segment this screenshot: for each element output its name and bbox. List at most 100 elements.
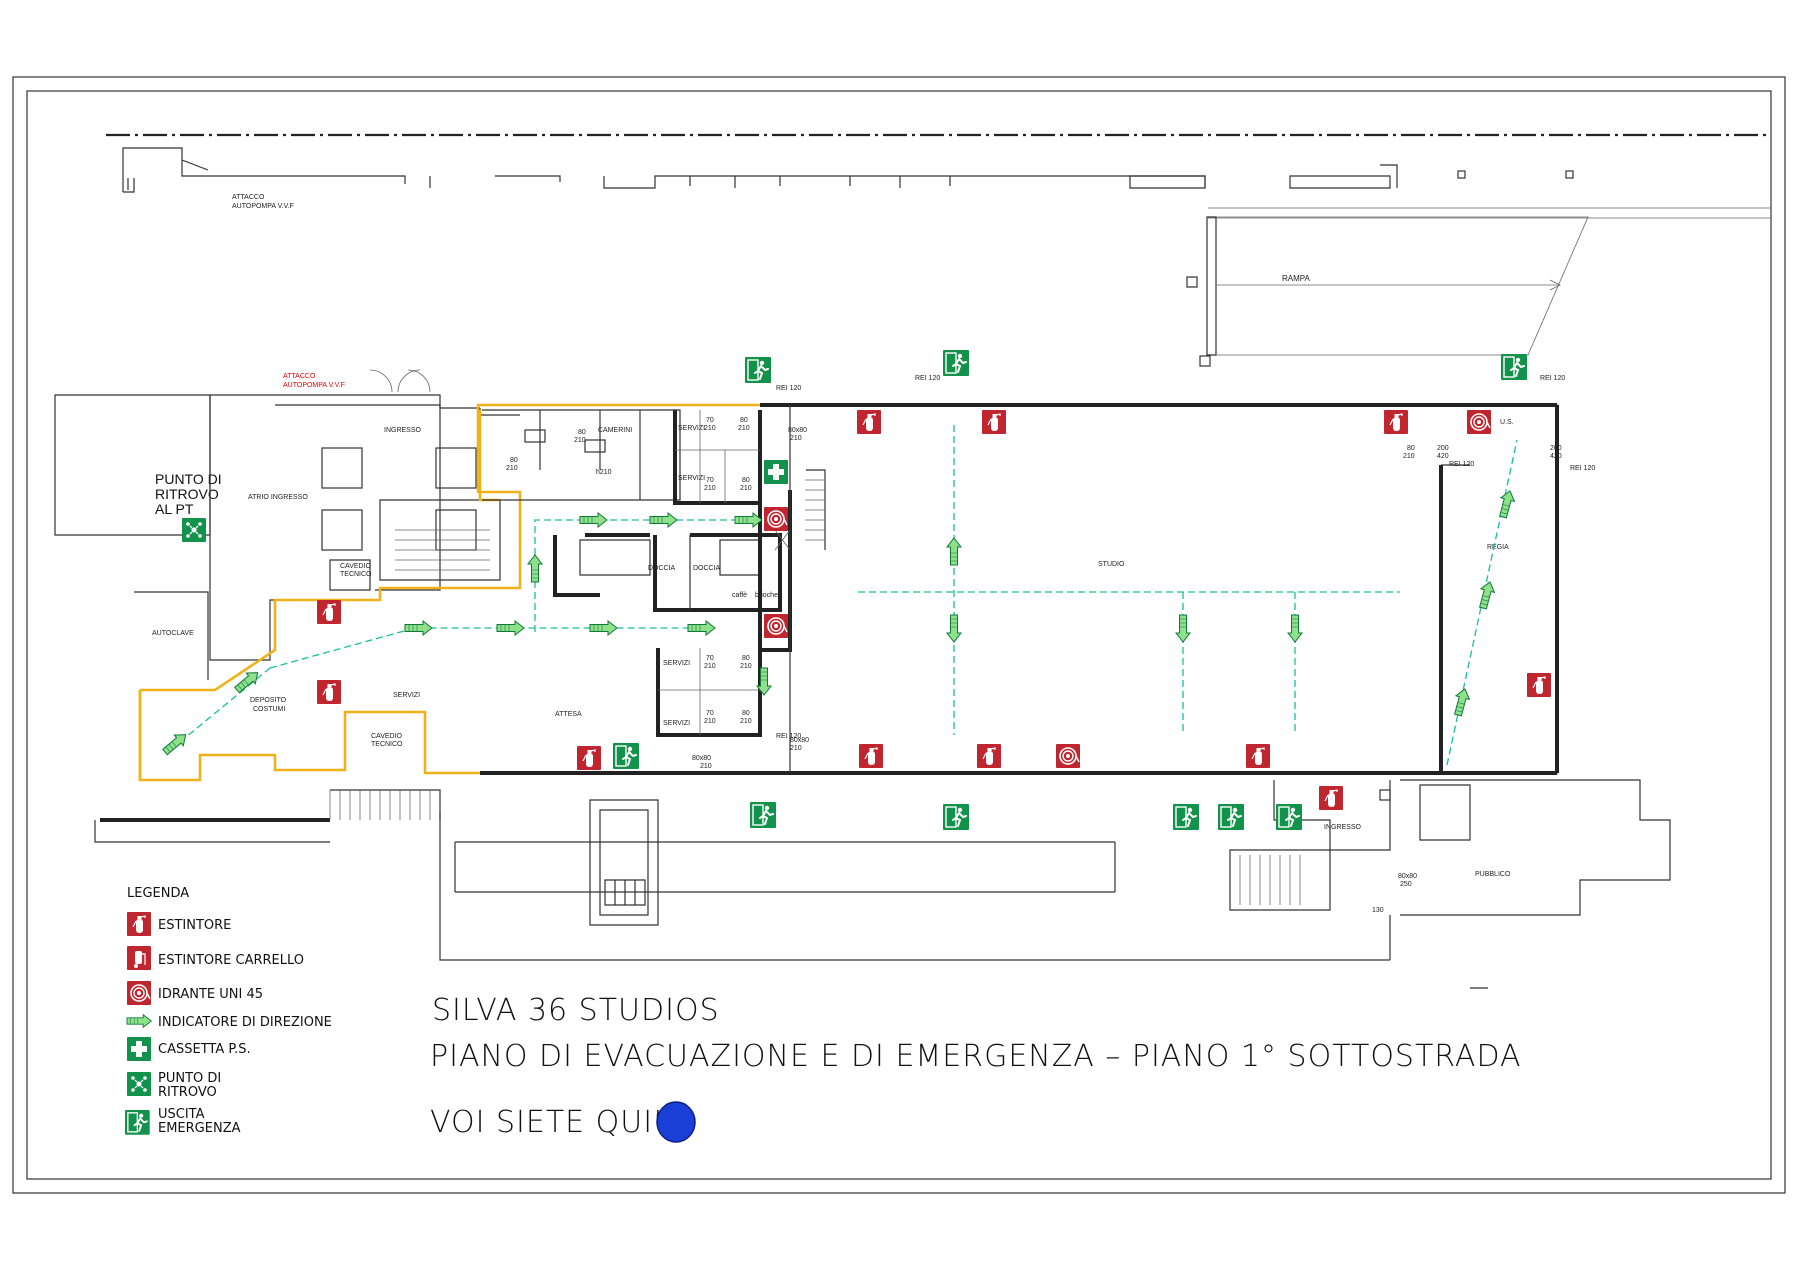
svg-text:70: 70	[706, 710, 714, 717]
svg-text:200: 200	[1437, 445, 1449, 452]
legend-item-direction: INDICATORE DI DIREZIONE	[158, 1015, 332, 1030]
servizi-label-bottom: SERVIZI	[663, 660, 690, 667]
svg-text:210: 210	[506, 465, 518, 472]
fire-extinguisher-icon	[1383, 409, 1409, 435]
svg-text:70: 70	[706, 417, 714, 424]
extinguishers	[316, 409, 1552, 811]
svg-text:210: 210	[704, 663, 716, 670]
assembly-point-icon	[181, 517, 207, 543]
hydrants	[763, 409, 1492, 769]
trolley-extinguisher-icon	[126, 945, 152, 971]
svg-text:210: 210	[1403, 453, 1415, 460]
legend-item-exit-2: EMERGENZA	[158, 1121, 241, 1136]
outer-frame	[12, 76, 1786, 1194]
attacco-red-label-2: AUTOPOMPA V.V.F	[283, 382, 345, 389]
svg-text:210: 210	[740, 485, 752, 492]
regia-label: REGIA	[1487, 544, 1509, 551]
atrio-label: ATRIO INGRESSO	[248, 494, 308, 501]
cavedio-label-2: TECNICO	[340, 571, 372, 578]
legend-item-first-aid: CASSETTA P.S.	[158, 1042, 251, 1057]
lower-annex	[439, 779, 1671, 961]
svg-text:REI 120: REI 120	[1540, 375, 1565, 382]
direction-arrows	[160, 488, 1518, 758]
svg-text:210: 210	[740, 718, 752, 725]
legend-item-assembly-2: RITROVO	[158, 1085, 217, 1100]
ramp	[1186, 216, 1589, 367]
title-line-2: PIANO DI EVACUAZIONE E DI EMERGENZA – PI…	[430, 1039, 1522, 1074]
fire-extinguisher-icon	[1245, 743, 1271, 769]
fire-extinguisher-icon	[981, 409, 1007, 435]
emergency-exit-icon	[612, 742, 640, 770]
legend-item-exit-1: USCITA	[158, 1107, 205, 1122]
service-core	[209, 369, 520, 661]
direction-arrow-icon	[232, 666, 263, 696]
fire-extinguisher-icon	[576, 745, 602, 771]
attacco-label-top: ATTACCO	[232, 194, 265, 201]
svg-text:80x80: 80x80	[1398, 873, 1417, 880]
emergency-exit-icon	[1500, 353, 1528, 381]
svg-text:420: 420	[1437, 453, 1449, 460]
ingresso-bottom-label: INGRESSO	[1324, 824, 1362, 831]
attacco-red-label: ATTACCO	[283, 373, 316, 380]
studio-hall	[480, 403, 1559, 775]
servizi-label-left: SERVIZI	[393, 692, 420, 699]
fire-hydrant-icon	[1466, 409, 1492, 435]
svg-text:REI 120: REI 120	[776, 733, 801, 740]
camerini-label: CAMERINI	[598, 427, 632, 434]
direction-arrow-icon	[1287, 614, 1303, 643]
title-line-1: SILVA 36 STUDIOS	[432, 993, 720, 1028]
svg-text:210: 210	[574, 437, 586, 444]
fire-extinguisher-icon	[1318, 785, 1344, 811]
fire-extinguisher-icon	[316, 599, 342, 625]
direction-arrow-icon	[404, 620, 433, 636]
svg-text:210: 210	[738, 425, 750, 432]
fire-hydrant-icon	[763, 506, 789, 532]
first-aid-icon	[764, 460, 788, 484]
cavedio-label-1: CAVEDIO	[340, 563, 372, 570]
direction-arrow-icon	[579, 512, 608, 528]
svg-text:70: 70	[706, 655, 714, 662]
svg-text:80x80: 80x80	[790, 737, 809, 744]
emergency-exit-icon	[744, 356, 772, 384]
direction-arrow-icon	[496, 620, 525, 636]
svg-text:80: 80	[740, 417, 748, 424]
direction-arrow-icon	[527, 554, 543, 583]
servizi-label-bottom-2: SERVIZI	[663, 720, 690, 727]
deposito-label-2: COSTUMI	[253, 706, 285, 713]
ground-floor-outline	[122, 147, 1770, 219]
deposito-label-1: DEPOSITO	[250, 697, 287, 704]
emergency-exit-icon	[1275, 803, 1303, 831]
autoclave-label: AUTOCLAVE	[152, 630, 194, 637]
svg-text:80x80: 80x80	[692, 755, 711, 762]
svg-text:80: 80	[1407, 445, 1415, 452]
direction-arrow-icon	[1495, 488, 1518, 520]
h210-label: h210	[596, 469, 612, 476]
fire-hydrant-icon	[1055, 743, 1081, 769]
doccia-label-1: DOCCIA	[648, 565, 676, 572]
first-aid-icon	[127, 1037, 151, 1061]
assembly-point-label-3: AL PT	[155, 501, 194, 517]
svg-text:U.S.: U.S.	[1500, 419, 1514, 426]
fire-extinguisher-icon	[1526, 672, 1552, 698]
emergency-exit-icon	[1217, 803, 1245, 831]
fire-extinguisher-icon	[126, 911, 152, 937]
direction-arrow-icon	[589, 620, 618, 636]
svg-text:REI 120: REI 120	[776, 385, 801, 392]
legend-item-assembly-1: PUNTO DI	[158, 1071, 221, 1086]
legend-item-hydrant: IDRANTE UNI 45	[158, 987, 263, 1002]
svg-text:130: 130	[1372, 907, 1384, 914]
direction-arrow-icon	[946, 614, 962, 643]
emergency-exit-icon	[124, 1109, 151, 1136]
svg-text:210: 210	[704, 718, 716, 725]
svg-text:REI 120: REI 120	[1570, 465, 1595, 472]
direction-arrow-icon	[946, 537, 962, 566]
direction-arrow-icon	[734, 512, 763, 528]
you-are-here-icon	[656, 1101, 696, 1143]
servizi-label-top: SERVIZI	[678, 425, 705, 432]
legend-item-extinguisher: ESTINTORE	[158, 918, 231, 933]
direction-arrow-icon	[649, 512, 678, 528]
direction-arrow-icon	[1475, 579, 1498, 611]
svg-text:80: 80	[510, 457, 518, 464]
assembly-point-icon	[126, 1071, 152, 1097]
